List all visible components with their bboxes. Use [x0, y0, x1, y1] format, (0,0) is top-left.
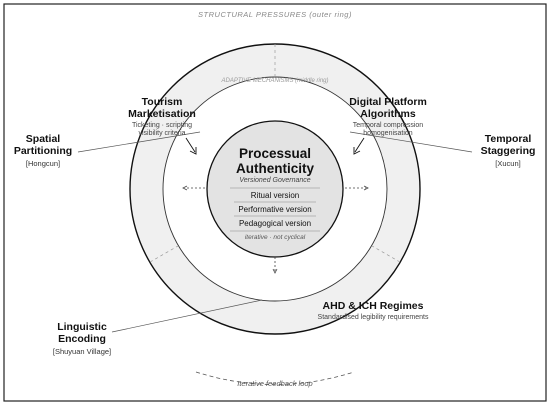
ring-dividers	[149, 44, 401, 263]
mechanism-ahd: AHD & ICH Regimes Standardised legibilit…	[308, 300, 438, 322]
outer-frame	[3, 3, 547, 402]
mechanism-ahd-sub: Standardised legibility requirements	[317, 313, 429, 321]
pressure-linguistic-title-1: Linguistic	[57, 321, 107, 333]
pressure-temporal-title-2: Staggering	[480, 144, 536, 157]
pressure-spatial-case: [Hongcun]	[25, 158, 61, 168]
core-outward-arrows	[182, 185, 369, 274]
feedback-caption: Iterative feedback loop	[237, 379, 313, 388]
pressure-temporal-case: [Xucun]	[495, 158, 521, 168]
pressure-temporal-title-1: Temporal	[484, 133, 532, 145]
mechanism-tourism-title-1: Tourism	[141, 96, 183, 108]
center-subtitle: Versioned Governance	[239, 177, 311, 184]
version-item-performative: Performative version	[238, 205, 312, 214]
pressure-linguistic-title-2: Encoding	[58, 332, 106, 345]
leader-lines	[77, 131, 473, 333]
pressure-spatial-title-1: Spatial	[25, 133, 61, 145]
pressure-temporal: Temporal Staggering [Xucun]	[473, 133, 543, 168]
pressure-spatial: Spatial Partitioning [Hongcun]	[8, 133, 78, 168]
pressure-spatial-title-2: Partitioning	[13, 144, 73, 157]
mechanism-digital-sub-2: homogenisation	[363, 130, 413, 138]
mechanism-tourism-title-2: Marketisation	[128, 107, 196, 120]
mechanism-ahd-title: AHD & ICH Regimes	[322, 300, 424, 312]
mechanism-tourism-sub-1: Ticketing · scripting	[131, 121, 193, 129]
center-title-line1: Processual	[238, 146, 312, 161]
middle-ring-caption: ADAPTIVE MECHANISMS (middle ring)	[221, 78, 329, 84]
mechanism-digital-title-1: Digital Platform	[349, 96, 427, 108]
outer-ring-caption: STRUCTURAL PRESSURES (outer ring)	[198, 10, 352, 19]
core-dividers	[230, 187, 320, 232]
mechanism-digital: Digital Platform Algorithms Temporal com…	[333, 96, 443, 138]
mechanism-digital-sub-1: Temporal compression	[352, 121, 424, 129]
mechanism-tourism: Tourism Marketisation Ticketing · script…	[112, 96, 212, 138]
center-title-line2: Authenticity	[235, 160, 314, 176]
center-footer: iterative · not cyclical	[244, 234, 306, 241]
pressure-linguistic: Linguistic Encoding [Shuyuan Village]	[42, 321, 122, 356]
mechanism-tourism-sub-2: visibility criteria	[138, 130, 186, 138]
feedback-arc	[195, 371, 355, 385]
center-title: Processual Authenticity	[215, 146, 335, 176]
mechanism-arrows	[185, 137, 365, 155]
version-item-pedagogical: Pedagogical version	[238, 219, 312, 228]
pressure-linguistic-case: [Shuyuan Village]	[52, 346, 112, 356]
version-item-ritual: Ritual version	[250, 191, 300, 200]
mechanism-digital-title-2: Algorithms	[360, 107, 416, 120]
